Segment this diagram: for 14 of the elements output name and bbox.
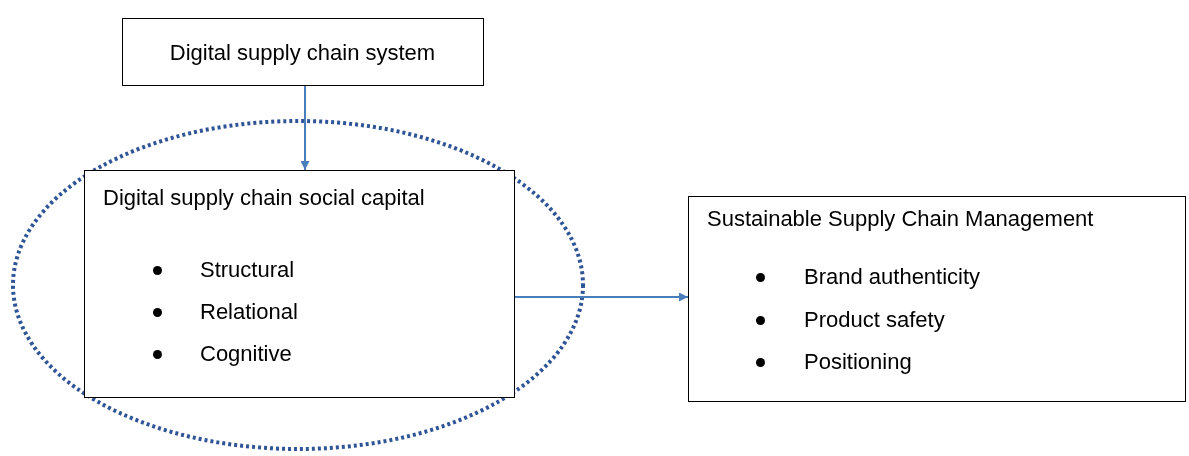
text-box bbox=[122, 18, 484, 86]
box-heading: Digital supply chain system bbox=[168, 40, 437, 66]
list-item: Relational bbox=[200, 299, 298, 325]
arrow bbox=[514, 292, 689, 302]
list-item: Brand authenticity bbox=[804, 264, 981, 290]
list-item: Structural bbox=[200, 257, 295, 283]
list-item: Cognitive bbox=[200, 341, 292, 367]
arrow bbox=[300, 85, 310, 171]
box-heading: Digital supply chain social capital bbox=[103, 185, 425, 211]
text-box bbox=[84, 170, 515, 398]
text-box bbox=[688, 196, 1186, 402]
list-item: Product safety bbox=[804, 307, 945, 333]
list-item: Positioning bbox=[804, 349, 912, 375]
box-heading: Sustainable Supply Chain Management bbox=[707, 206, 1094, 232]
